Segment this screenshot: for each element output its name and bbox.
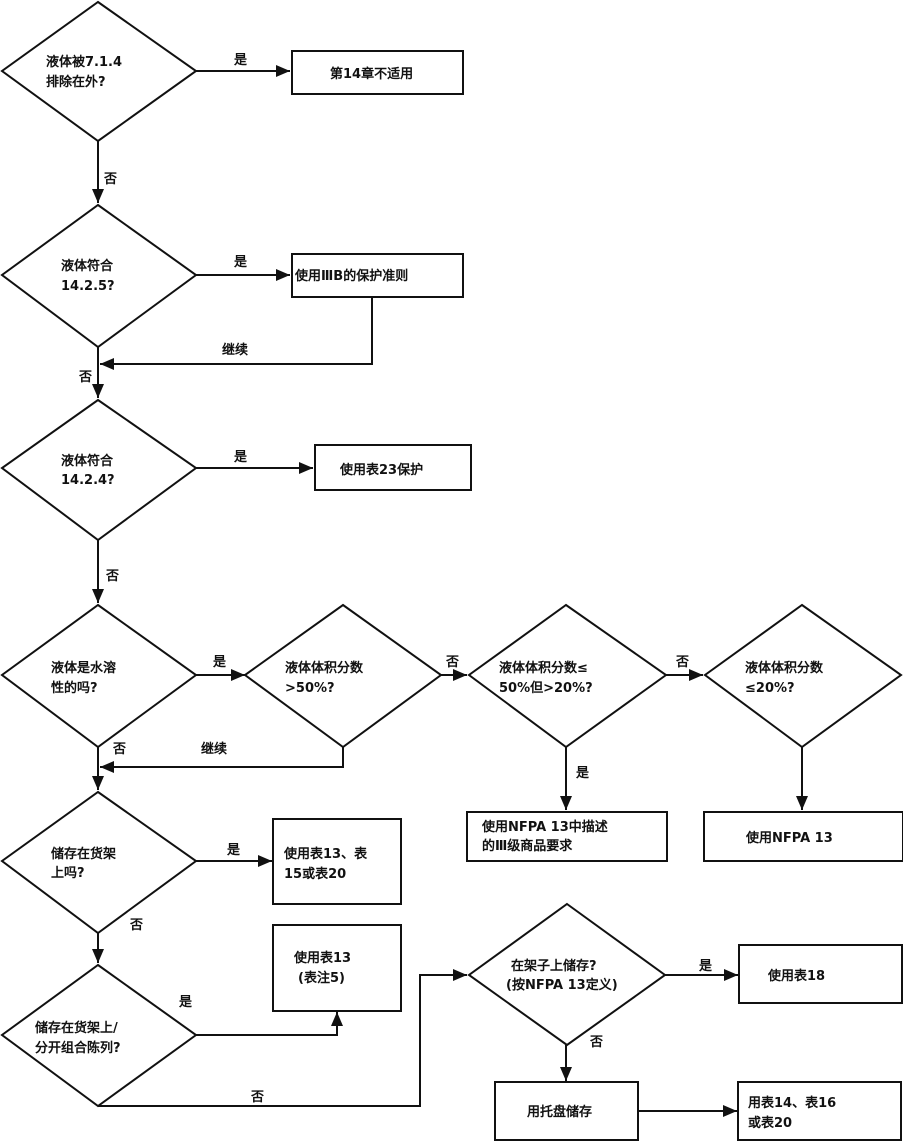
decision-d4: 液体是水溶 性的吗? (0, 603, 198, 749)
decision-d1: 液体被7.1.4 排除在外? (0, 0, 198, 143)
decision-text: 分开组合陈列? (35, 1040, 121, 1056)
box-text: 的Ⅲ级商品要求 (482, 838, 573, 854)
label-continue: 继续 (222, 342, 248, 358)
box-b2: 使用ⅢB的保护准则 (291, 253, 464, 298)
decision-text: 液体体积分数≤ (499, 660, 588, 676)
decision-text: 14.2.5? (61, 279, 115, 294)
label-yes: 是 (233, 255, 248, 270)
decision-text: 14.2.4? (61, 473, 115, 488)
box-b9: 用托盘储存 (494, 1081, 639, 1141)
box-text: 使用表13、表 (283, 846, 368, 862)
box-text: 使用表13 (293, 950, 351, 966)
decision-d9: 储存在货架上/ 分开组合陈列? (0, 963, 198, 1108)
label-no: 否 (78, 370, 92, 385)
edge-labels: 是 否 是 继续 否 是 否 是 否 否 否 继续 是 是 否 是 否 是 否 (78, 53, 713, 1105)
decision-text: 液体体积分数 (745, 660, 824, 676)
decision-text: 性的吗? (51, 680, 98, 696)
box-b5: 使用NFPA 13 (703, 811, 903, 862)
label-no: 否 (129, 918, 143, 933)
box-b1: 第14章不适用 (291, 50, 464, 95)
label-no: 否 (112, 742, 126, 757)
box-text: 用托盘储存 (526, 1104, 592, 1120)
label-no: 否 (445, 655, 459, 670)
label-yes: 是 (233, 53, 248, 68)
decision-text: 上吗? (51, 866, 85, 881)
edge-d9-b7 (196, 1012, 343, 1036)
box-text: 或表20 (748, 1115, 792, 1131)
connectors (92, 65, 808, 1117)
box-text: 使用NFPA 13 (745, 830, 833, 846)
edge-d5-continue (100, 747, 344, 773)
decision-text: 液体符合 (61, 453, 114, 469)
box-text: (表注5) (298, 970, 345, 986)
label-yes: 是 (178, 995, 193, 1010)
decision-d5: 液体体积分数 >50%? (243, 603, 443, 749)
label-no: 否 (589, 1035, 603, 1050)
decision-text: 50%但>20%? (499, 680, 593, 696)
box-text: 使用表18 (767, 968, 825, 984)
decision-d3: 液体符合 14.2.4? (0, 398, 198, 542)
decision-text: (按NFPA 13定义) (506, 977, 618, 993)
decision-text: 液体被7.1.4 (46, 54, 122, 70)
box-b3: 使用表23保护 (314, 444, 472, 491)
decision-d7: 液体体积分数 ≤20%? (703, 603, 903, 749)
decision-text: 储存在货架 (50, 846, 116, 862)
decision-d8: 储存在货架 上吗? (0, 790, 198, 935)
decision-text: ≤20%? (745, 681, 795, 696)
label-continue: 继续 (201, 741, 227, 757)
label-no: 否 (103, 172, 117, 187)
box-b10: 用表14、表16 或表20 (737, 1081, 902, 1141)
decision-d6: 液体体积分数≤ 50%但>20%? (467, 603, 668, 749)
edge-d9-d10 (98, 969, 467, 1107)
decision-text: >50%? (285, 681, 335, 696)
label-no: 否 (250, 1090, 264, 1105)
box-b6: 使用表13、表 15或表20 (272, 818, 402, 905)
box-b7: 使用表13 (表注5) (272, 924, 402, 1012)
label-yes: 是 (575, 766, 590, 781)
decision-text: 液体体积分数 (285, 660, 364, 676)
box-b8: 使用表18 (738, 944, 903, 1004)
decision-text: 在架子上储存? (511, 958, 597, 974)
decision-d2: 液体符合 14.2.5? (0, 203, 198, 349)
box-text: 15或表20 (284, 866, 346, 882)
box-text: 使用ⅢB的保护准则 (294, 268, 408, 284)
decision-text: 排除在外? (46, 74, 106, 90)
box-text: 第14章不适用 (330, 66, 413, 82)
decision-text: 液体符合 (61, 258, 114, 274)
label-no: 否 (105, 569, 119, 584)
label-yes: 是 (233, 450, 248, 465)
decision-d10: 在架子上储存? (按NFPA 13定义) (467, 902, 667, 1047)
decision-text: 储存在货架上/ (34, 1020, 118, 1036)
label-yes: 是 (226, 843, 241, 858)
box-text: 使用NFPA 13中描述 (481, 819, 608, 835)
label-no: 否 (675, 655, 689, 670)
box-b4: 使用NFPA 13中描述 的Ⅲ级商品要求 (466, 811, 668, 862)
edge-b2-continue (100, 297, 373, 370)
box-text: 用表14、表16 (747, 1095, 836, 1111)
box-text: 使用表23保护 (339, 462, 423, 478)
label-yes: 是 (212, 655, 227, 670)
label-yes: 是 (698, 959, 713, 974)
decision-text: 液体是水溶 (51, 660, 116, 676)
